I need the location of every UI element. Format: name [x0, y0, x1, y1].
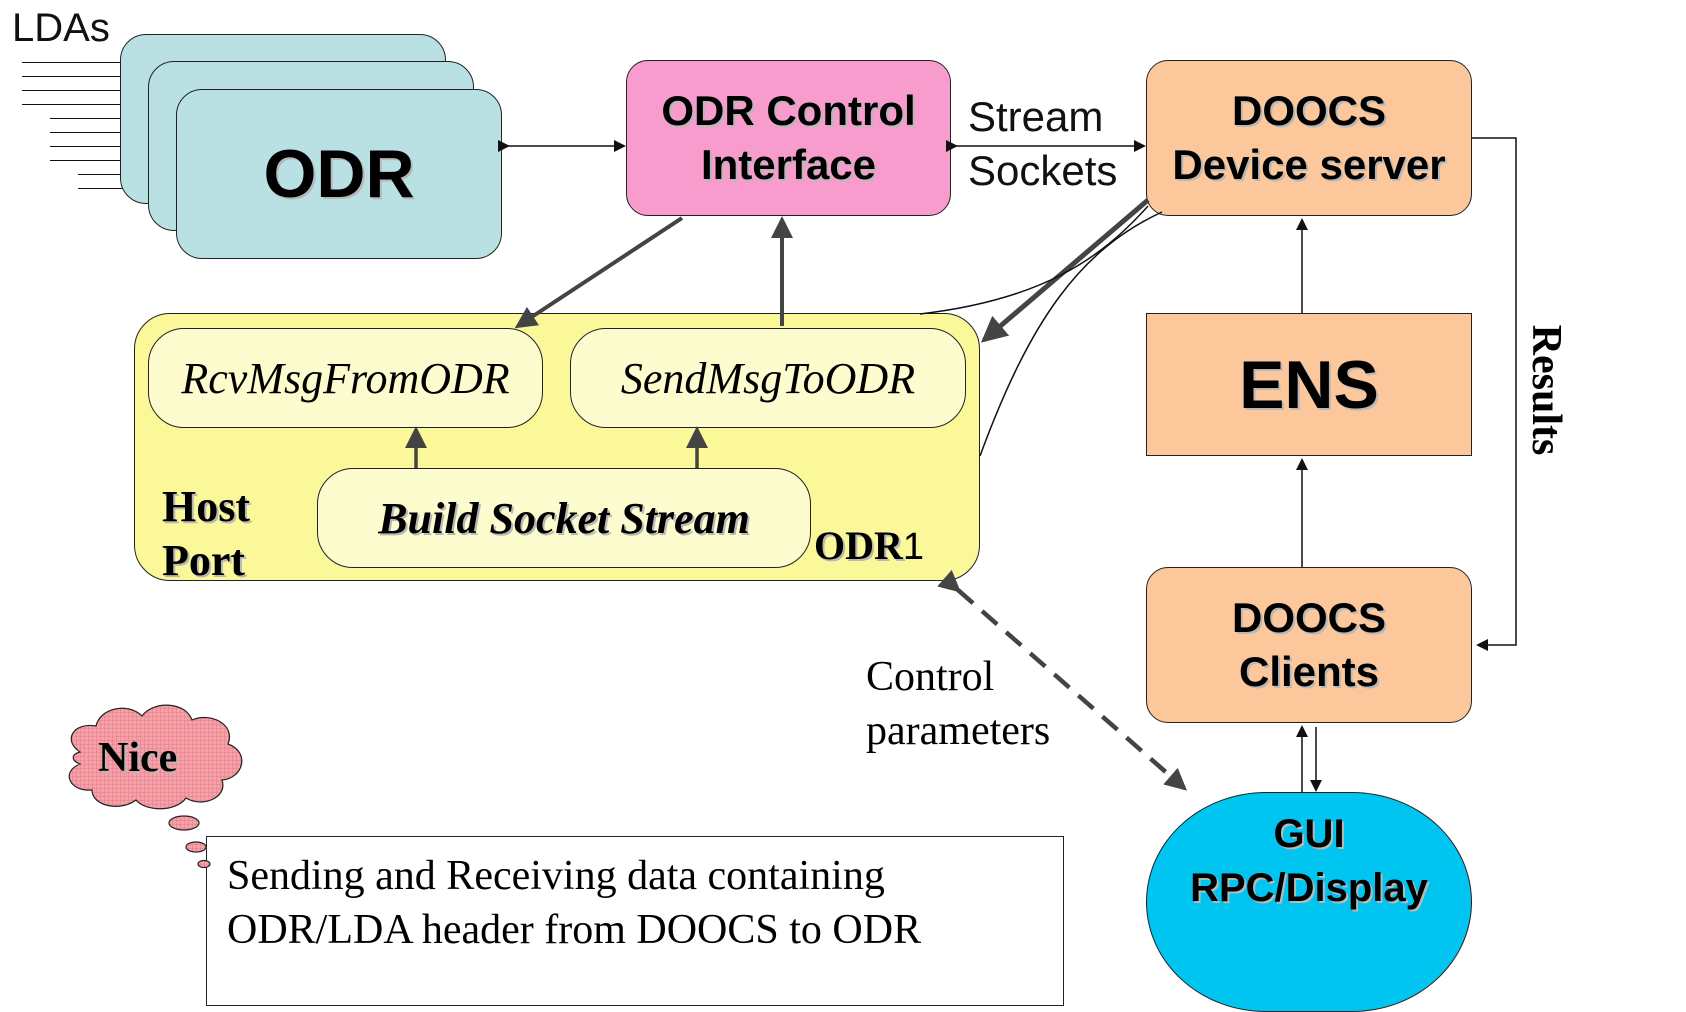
odr-card-front: ODR	[176, 89, 502, 259]
callout-curve-lower	[979, 211, 1163, 457]
odr1-label-index: 1	[902, 526, 925, 568]
odr-control-interface-box: ODR Control Interface	[626, 60, 951, 216]
odr1-label: ODR1	[814, 522, 924, 569]
doocs-clients-line2: Clients	[1238, 648, 1380, 695]
thought-bubble-large	[168, 815, 200, 831]
doocs-clients-box: DOOCS Clients	[1146, 567, 1472, 723]
doocs-device-server-box: DOOCS Device server	[1146, 60, 1472, 216]
stream-label: Stream	[968, 93, 1104, 140]
control-label: Control	[866, 654, 995, 700]
odr-control-line1: ODR Control	[661, 87, 916, 134]
build-socket-stream-label: Build Socket Stream	[378, 493, 750, 543]
stream-sockets-label: Stream Sockets	[968, 90, 1117, 198]
doocs-server-line2: Device server	[1172, 141, 1446, 188]
note-line2: ODR/LDA header from DOOCS to ODR	[227, 907, 922, 953]
rcv-msg-from-odr-box: RcvMsgFromODR	[148, 328, 543, 428]
rcv-msg-label: RcvMsgFromODR	[181, 353, 510, 403]
port-label: Port	[162, 536, 246, 585]
send-msg-to-odr-box: SendMsgToODR	[570, 328, 966, 428]
host-label: Host	[162, 482, 250, 531]
thought-bubble-medium	[185, 841, 207, 853]
parameters-label: parameters	[866, 708, 1051, 754]
send-msg-label: SendMsgToODR	[620, 353, 916, 403]
gui-line1: GUI	[1273, 812, 1345, 856]
gui-line2: RPC/Display	[1190, 866, 1428, 910]
odr-control-line2: Interface	[700, 141, 877, 188]
results-loop-line	[1472, 137, 1517, 651]
results-label: Results	[1523, 324, 1569, 456]
control-parameters-label: Control parameters	[866, 650, 1050, 758]
doocs-clients-line1: DOOCS	[1231, 594, 1386, 641]
host-port-label: Host Port	[162, 480, 250, 588]
callout-curve-upper	[919, 205, 1149, 315]
doocs-to-hostport-arrow	[980, 198, 1150, 343]
note-line1: Sending and Receiving data containing	[227, 853, 885, 899]
note-box: Sending and Receiving data containing OD…	[206, 836, 1064, 1006]
gui-rpc-display-box: GUI RPC/Display	[1146, 792, 1472, 1012]
doocs-server-line1: DOOCS	[1231, 87, 1386, 134]
ens-label: ENS	[1239, 346, 1379, 423]
sockets-label: Sockets	[968, 147, 1118, 194]
build-socket-stream-box: Build Socket Stream	[317, 468, 811, 568]
ldas-label: LDAs	[12, 6, 110, 50]
control-to-rcv-arrow	[514, 216, 684, 329]
odr-label: ODR	[263, 136, 415, 212]
nice-label: Nice	[98, 735, 178, 781]
ens-box: ENS	[1146, 313, 1472, 456]
odr1-label-main: ODR	[814, 523, 903, 568]
